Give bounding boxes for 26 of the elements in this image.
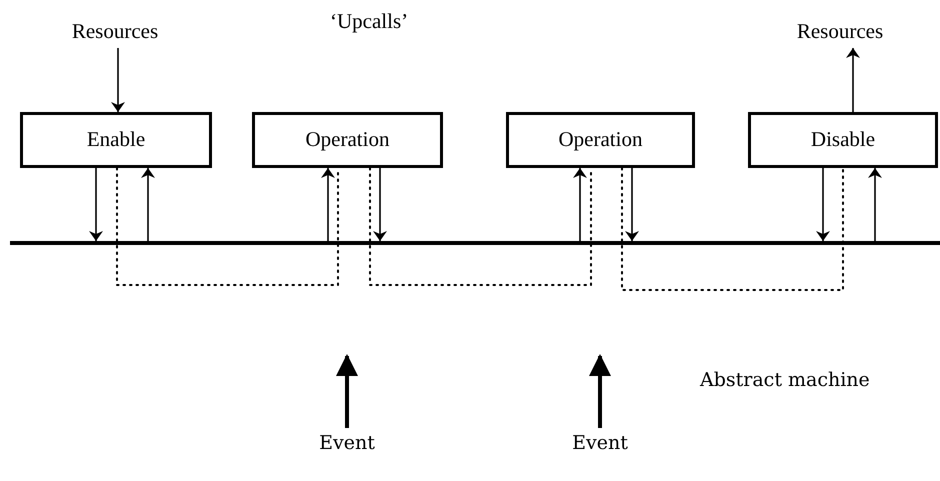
process-box: Enable	[20, 112, 212, 168]
arrow	[89, 168, 103, 241]
arrow	[573, 168, 587, 241]
arrow	[111, 48, 125, 112]
arrow	[336, 354, 358, 428]
arrow	[141, 168, 155, 241]
arrow	[846, 48, 860, 112]
arrow	[321, 168, 335, 241]
arrow	[868, 168, 882, 241]
arrow	[589, 354, 611, 428]
title-label: ‘Upcalls’	[330, 8, 408, 35]
node-label: Resources	[50, 16, 180, 48]
dotted-connector	[621, 167, 844, 291]
baseline-bar	[10, 241, 940, 245]
dotted-connector	[116, 167, 339, 286]
process-box: Operation	[506, 112, 695, 168]
arrow	[373, 168, 387, 241]
node-label: Event	[555, 428, 645, 458]
process-box: Disable	[748, 112, 938, 168]
arrow	[625, 168, 639, 241]
node-label: Resources	[775, 16, 905, 48]
dotted-connector	[369, 167, 592, 286]
arrow	[816, 168, 830, 241]
caption-text: Abstract machine	[700, 368, 870, 393]
node-label: Event	[302, 428, 392, 458]
process-box: Operation	[252, 112, 443, 168]
